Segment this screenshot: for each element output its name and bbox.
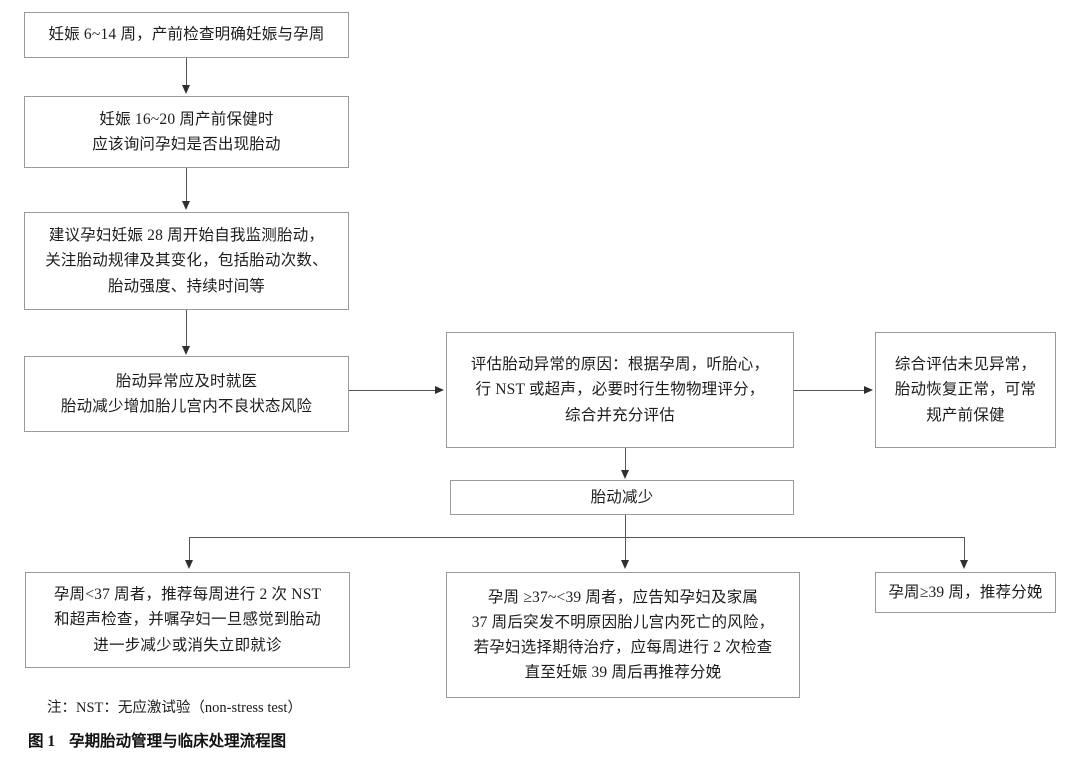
connector-branch-left [189, 537, 190, 562]
arrow-branch-left-icon [185, 560, 193, 569]
node-line: 胎动异常应及时就医 [115, 372, 258, 390]
arrow-branch-right-icon [960, 560, 968, 569]
node-line: 胎动强度、持续时间等 [107, 277, 265, 295]
node-normal-routine-care: 综合评估未见异常， 胎动恢复正常，可常 规产前保健 [875, 332, 1056, 448]
connector-n5-n6 [794, 390, 866, 391]
arrow-n5-n6-icon [864, 386, 873, 394]
connector-branch-right [964, 537, 965, 562]
node-line: 37 周后突发不明原因胎儿宫内死亡的风险， [471, 613, 775, 631]
node-ask-fetal-movement-16-20-weeks: 妊娠 16~20 周产前保健时 应该询问孕妇是否出现胎动 [24, 96, 349, 168]
figure-caption: 图 1 孕期胎动管理与临床处理流程图 [28, 729, 286, 751]
connector-n7-trunk [625, 515, 626, 538]
node-line: 评估胎动异常的原因：根据孕周，听胎心， [470, 356, 770, 374]
connector-n5-n7 [625, 448, 626, 472]
figure-title: 孕期胎动管理与临床处理流程图 [69, 733, 287, 750]
arrow-n3-n4-icon [182, 346, 190, 355]
figure-note: 注：NST：无应激试验（non-stress test） [47, 700, 302, 716]
node-line: 胎动恢复正常，可常 [894, 381, 1037, 399]
node-under-37-weeks-plan: 孕周<37 周者，推荐每周进行 2 次 NST 和超声检查，并嘱孕妇一旦感觉到胎… [25, 572, 350, 668]
arrow-n5-n7-icon [621, 470, 629, 479]
node-line: 妊娠 6~14 周，产前检查明确妊娠与孕周 [48, 26, 325, 44]
node-line: 胎动减少 [590, 488, 654, 506]
connector-n3-n4 [186, 310, 187, 348]
node-line: 应该询问孕妇是否出现胎动 [92, 136, 281, 153]
node-39-weeks-or-more-delivery: 孕周≥39 周，推荐分娩 [875, 572, 1056, 613]
node-line: 直至妊娠 39 周后再推荐分娩 [524, 664, 722, 682]
node-line: 关注胎动规律及其变化，包括胎动次数、 [45, 252, 328, 270]
node-line: 妊娠 16~20 周产前保健时 [99, 110, 274, 128]
arrow-n1-n2-icon [182, 85, 190, 94]
node-line: 规产前保健 [926, 406, 1005, 424]
connector-n4-n5 [349, 390, 436, 391]
node-line: 和超声检查，并嘱孕妇一旦感觉到胎动 [54, 611, 321, 629]
figure-number: 图 1 [28, 733, 56, 750]
node-self-monitor-28-weeks: 建议孕妇妊娠 28 周开始自我监测胎动， 关注胎动规律及其变化，包括胎动次数、 … [24, 212, 349, 310]
node-evaluate-cause: 评估胎动异常的原因：根据孕周，听胎心， 行 NST 或超声，必要时行生物物理评分… [446, 332, 794, 448]
node-line: 若孕妇选择期待治疗，应每周进行 2 次检查 [473, 639, 773, 656]
node-line: 综合并充分评估 [565, 406, 675, 424]
connector-branch-bus [189, 537, 965, 538]
node-prenatal-6-14-weeks: 妊娠 6~14 周，产前检查明确妊娠与孕周 [24, 12, 349, 58]
node-line: 孕周 ≥37~<39 周者，应告知孕妇及家属 [487, 588, 759, 606]
node-line: 进一步减少或消失立即就诊 [93, 636, 282, 654]
node-line: 孕周≥39 周，推荐分娩 [888, 583, 1043, 601]
node-line: 综合评估未见异常， [894, 356, 1037, 374]
connector-n1-n2 [186, 58, 187, 87]
node-abnormal-movement-seek-care: 胎动异常应及时就医 胎动减少增加胎儿宫内不良状态风险 [24, 356, 349, 432]
arrow-branch-center-icon [621, 560, 629, 569]
arrow-n4-n5-icon [435, 386, 444, 394]
arrow-n2-n3-icon [182, 201, 190, 210]
node-reduced-fetal-movement: 胎动减少 [450, 480, 794, 515]
node-line: 建议孕妇妊娠 28 周开始自我监测胎动， [48, 227, 325, 245]
connector-n2-n3 [186, 168, 187, 203]
connector-branch-center [625, 537, 626, 562]
node-line: 行 NST 或超声，必要时行生物物理评分， [475, 381, 765, 399]
node-37-to-39-weeks-plan: 孕周 ≥37~<39 周者，应告知孕妇及家属 37 周后突发不明原因胎儿宫内死亡… [446, 572, 800, 698]
node-line: 孕周<37 周者，推荐每周进行 2 次 NST [53, 586, 322, 604]
node-line: 胎动减少增加胎儿宫内不良状态风险 [60, 398, 313, 415]
